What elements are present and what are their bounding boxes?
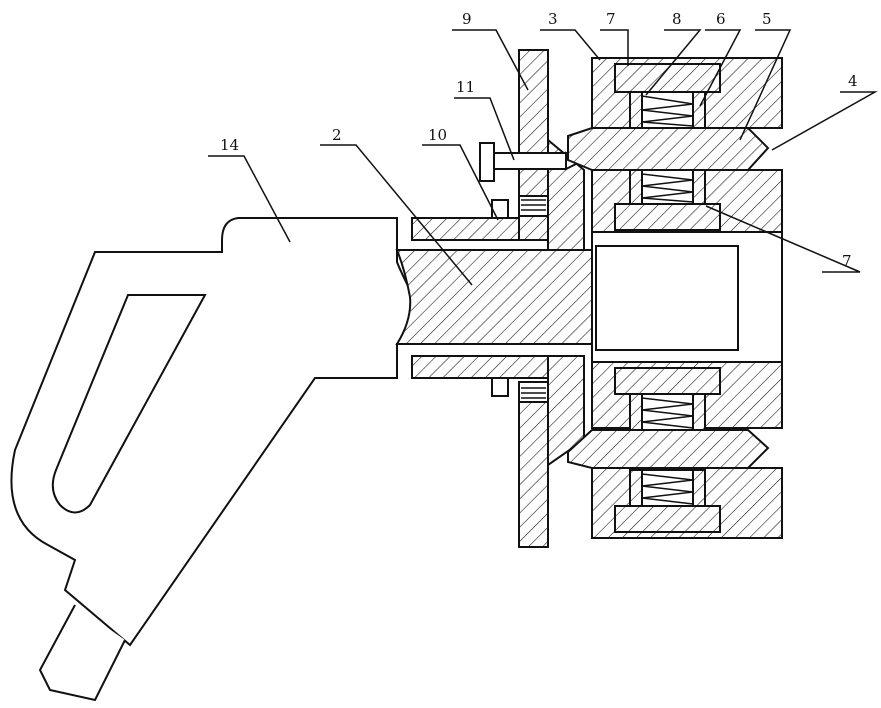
label-8: 8	[672, 10, 682, 28]
label-10: 10	[428, 126, 447, 144]
label-6: 6	[716, 10, 726, 28]
label-7-right: 7	[842, 252, 852, 270]
handle-14	[11, 218, 414, 700]
label-3: 3	[548, 10, 558, 28]
label-11: 11	[456, 78, 475, 96]
label-4: 4	[848, 72, 858, 90]
label-5: 5	[762, 10, 772, 28]
label-2: 2	[332, 126, 342, 144]
label-9: 9	[462, 10, 472, 28]
label-7-top: 7	[606, 10, 616, 28]
label-14: 14	[220, 136, 239, 154]
